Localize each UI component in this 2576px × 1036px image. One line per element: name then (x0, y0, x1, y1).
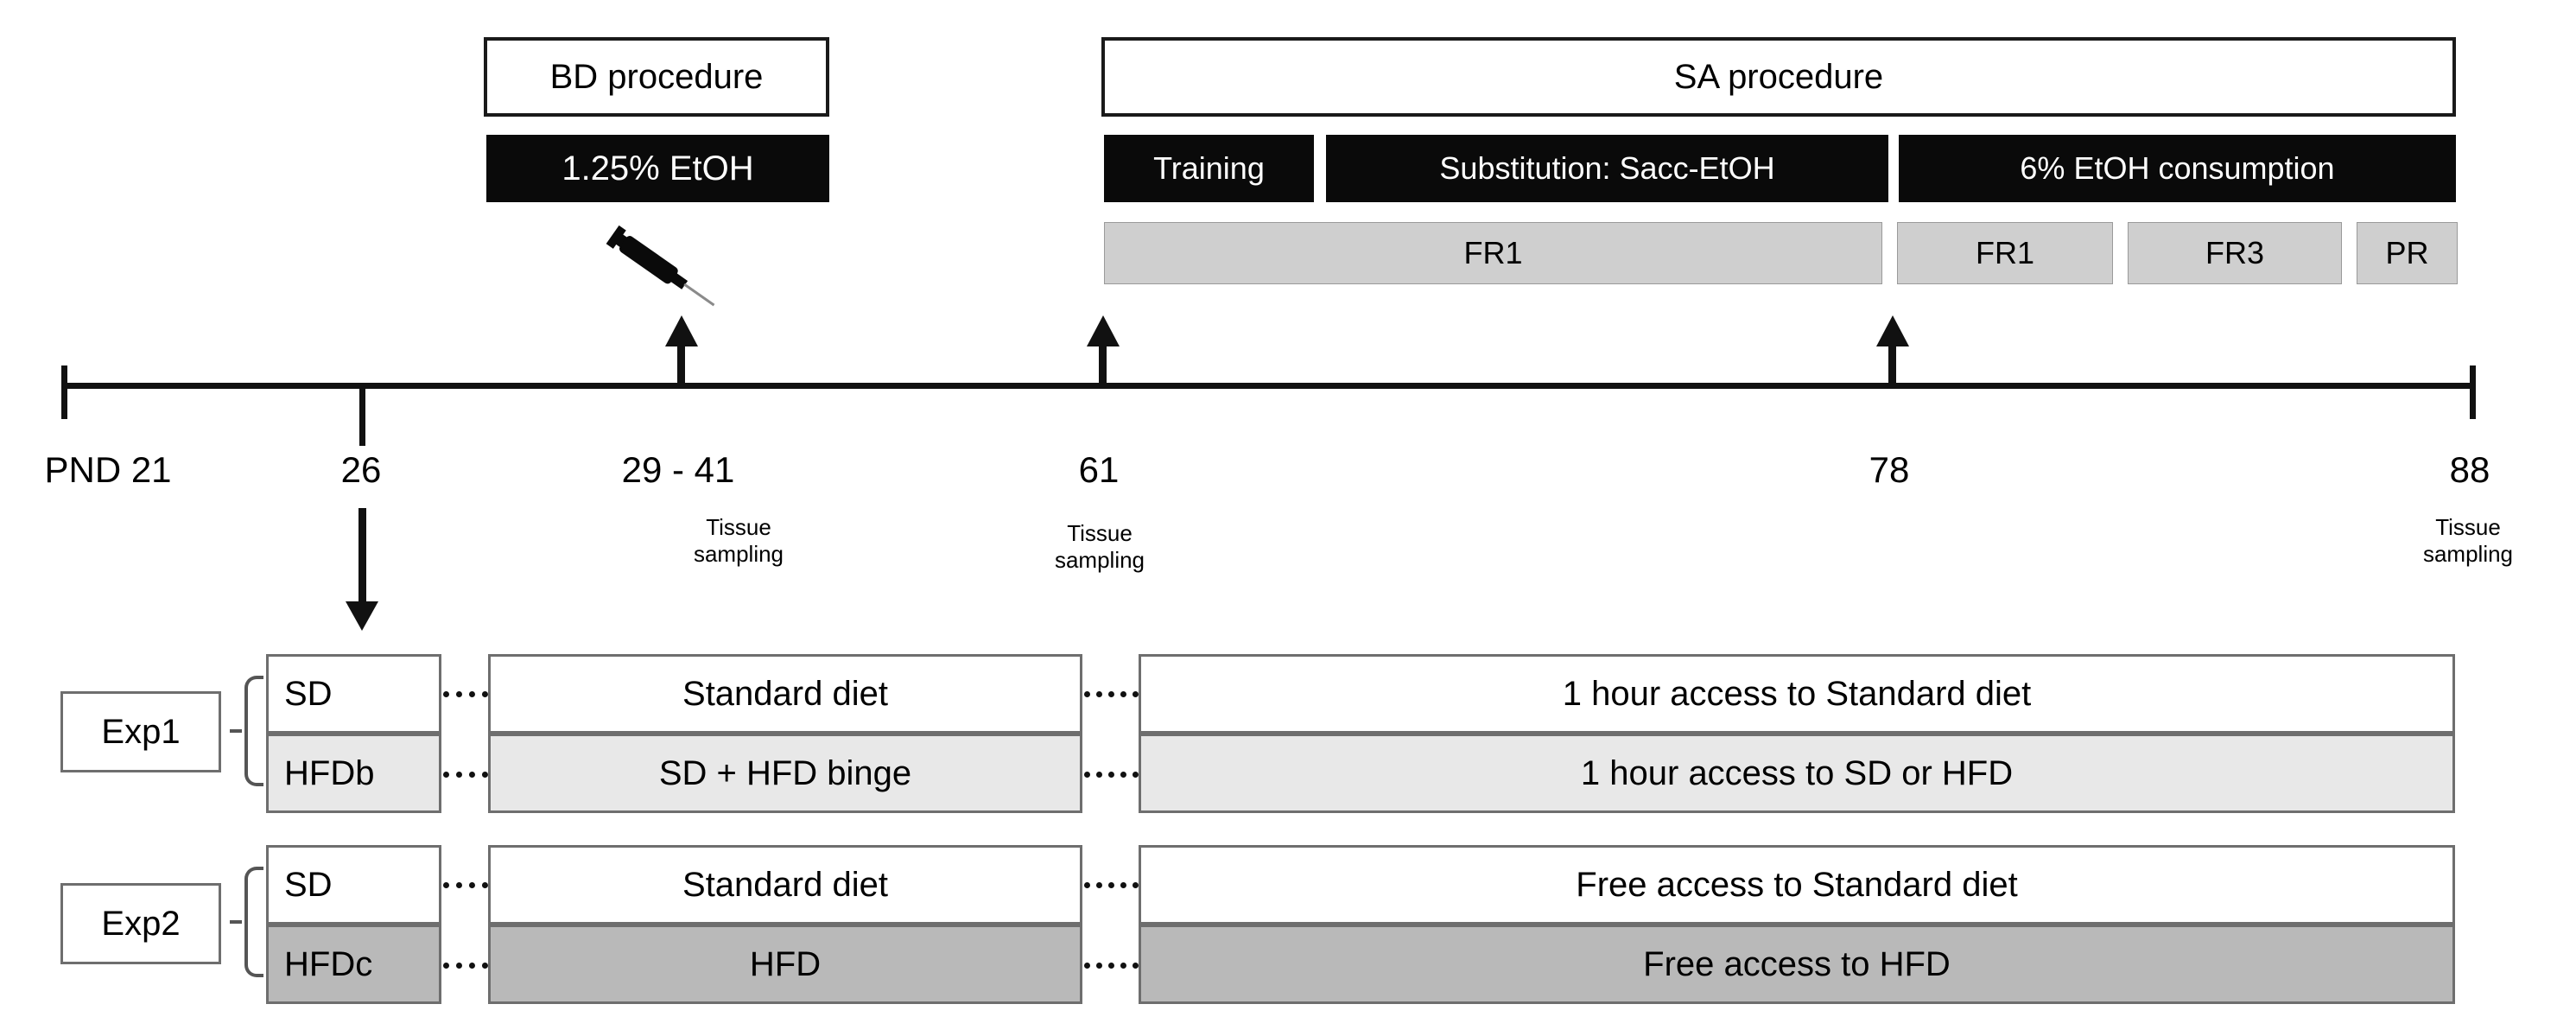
exp1-access-hfdb: 1 hour access to SD or HFD (1139, 734, 2455, 813)
tissue-sampling-note-61: Tissue sampling (1000, 520, 1199, 573)
timeline-axis (61, 383, 2476, 389)
sa-phase-label: Substitution: Sacc-EtOH (1439, 150, 1775, 186)
timeline-label-61: 61 (1026, 449, 1171, 491)
exp1-connector-sd-access (1084, 691, 1139, 697)
timeline-arrow-stem-78 (1888, 346, 1896, 387)
sa-schedule-fr1: FR1 (1897, 222, 2113, 284)
exp1-diet-hfdb: SD + HFD binge (488, 734, 1082, 813)
exp2-diet-hfdc: HFD (488, 925, 1082, 1004)
diet-start-arrow-stem (358, 508, 366, 605)
sa-procedure-title-box: SA procedure (1101, 37, 2456, 117)
timeline-label-text: PND 21 (44, 449, 172, 490)
diet-label: SD + HFD binge (658, 753, 912, 792)
sa-schedule-label: FR1 (1463, 235, 1523, 270)
exp2-diet-sd: Standard diet (488, 845, 1082, 925)
exp-name: Exp2 (101, 904, 181, 943)
diet-label: Standard diet (682, 674, 888, 713)
timeline-label-78: 78 (1818, 449, 1961, 491)
exp1-bracket-nub (230, 729, 242, 733)
tissue-line-1: Tissue (1067, 520, 1133, 546)
bd-treatment-label: 1.25% EtOH (562, 149, 754, 187)
access-label: 1 hour access to SD or HFD (1580, 753, 2014, 792)
diet-label: Standard diet (682, 865, 888, 904)
group-code: SD (284, 674, 333, 713)
timeline-label-text: 78 (1869, 449, 1910, 490)
timeline-tick-end (2470, 365, 2476, 419)
exp2-bracket-nub (230, 920, 242, 924)
exp2-access-hfdc: Free access to HFD (1139, 925, 2455, 1004)
timeline-label-2941: 29 - 41 (577, 449, 779, 491)
exp1-connector-hfdb-access (1084, 772, 1139, 778)
exp2-connector-hfdc-diet (443, 963, 488, 969)
sa-phase-etoh-consumption: 6% EtOH consumption (1899, 135, 2456, 202)
timeline-label-text: 29 - 41 (621, 449, 735, 490)
exp1-connector-hfdb-diet (443, 772, 488, 778)
timeline-tick-start (61, 365, 67, 419)
sa-schedule-fr1-long: FR1 (1104, 222, 1882, 284)
syringe-icon (596, 216, 726, 328)
group-code: HFDc (284, 944, 373, 983)
timeline-arrow-head-61 (1087, 315, 1120, 346)
exp2-connector-sd-diet (443, 882, 488, 888)
group-code: SD (284, 865, 333, 904)
exp2-group-code-hfdc: HFDc (266, 925, 441, 1004)
exp1-label-box: Exp1 (60, 691, 221, 772)
timeline-label-text: 26 (340, 449, 382, 490)
group-code: HFDb (284, 753, 375, 792)
timeline-tick-26 (359, 385, 365, 446)
access-label: 1 hour access to Standard diet (1562, 674, 2032, 713)
sa-phase-substitution: Substitution: Sacc-EtOH (1326, 135, 1888, 202)
exp1-connector-sd-diet (443, 691, 488, 697)
exp2-connector-sd-access (1084, 882, 1139, 888)
timeline-label-88: 88 (2395, 449, 2545, 491)
sa-schedule-fr3: FR3 (2128, 222, 2342, 284)
bd-procedure-title-box: BD procedure (484, 37, 829, 117)
exp2-connector-hfdc-access (1084, 963, 1139, 969)
exp2-group-code-sd: SD (266, 845, 441, 925)
sa-schedule-label: FR3 (2205, 235, 2264, 270)
exp1-diet-sd: Standard diet (488, 654, 1082, 734)
exp2-bracket (244, 867, 263, 977)
exp1-access-sd: 1 hour access to Standard diet (1139, 654, 2455, 734)
sa-schedule-pr: PR (2357, 222, 2458, 284)
timeline-arrow-stem-61 (1099, 346, 1107, 387)
timeline-label-pnd21: PND 21 (9, 449, 207, 491)
access-label: Free access to HFD (1643, 944, 1951, 983)
tissue-line-2: sampling (693, 540, 784, 567)
tissue-line-1: Tissue (706, 514, 771, 540)
diet-label: HFD (749, 944, 822, 983)
sa-phase-label: 6% EtOH consumption (2020, 150, 2335, 186)
tissue-sampling-note-88: Tissue sampling (2369, 514, 2567, 567)
bd-procedure-title: BD procedure (549, 57, 764, 96)
timeline-arrow-stem-2941 (677, 346, 685, 387)
exp-name: Exp1 (101, 712, 181, 751)
timeline-arrow-head-78 (1876, 315, 1909, 346)
tissue-line-2: sampling (1054, 546, 1145, 573)
access-label: Free access to Standard diet (1576, 865, 2018, 904)
tissue-line-1: Tissue (2435, 514, 2501, 540)
timeline-label-text: 61 (1078, 449, 1120, 490)
sa-schedule-label: PR (2385, 235, 2429, 270)
sa-schedule-label: FR1 (1975, 235, 2034, 270)
timeline-label-26: 26 (285, 449, 437, 491)
exp2-access-sd: Free access to Standard diet (1139, 845, 2455, 925)
sa-phase-label: Training (1153, 150, 1265, 186)
sa-procedure-title: SA procedure (1673, 57, 1884, 96)
tissue-sampling-note-2941: Tissue sampling (639, 514, 838, 567)
tissue-line-2: sampling (2422, 540, 2514, 567)
diet-start-arrow-head (346, 601, 378, 631)
exp1-group-code-sd: SD (266, 654, 441, 734)
timeline-label-text: 88 (2449, 449, 2490, 490)
exp1-bracket (244, 676, 263, 786)
exp2-label-box: Exp2 (60, 883, 221, 964)
sa-phase-training: Training (1104, 135, 1314, 202)
timeline-arrow-head-2941 (665, 315, 698, 346)
exp1-group-code-hfdb: HFDb (266, 734, 441, 813)
bd-treatment-box: 1.25% EtOH (486, 135, 829, 202)
